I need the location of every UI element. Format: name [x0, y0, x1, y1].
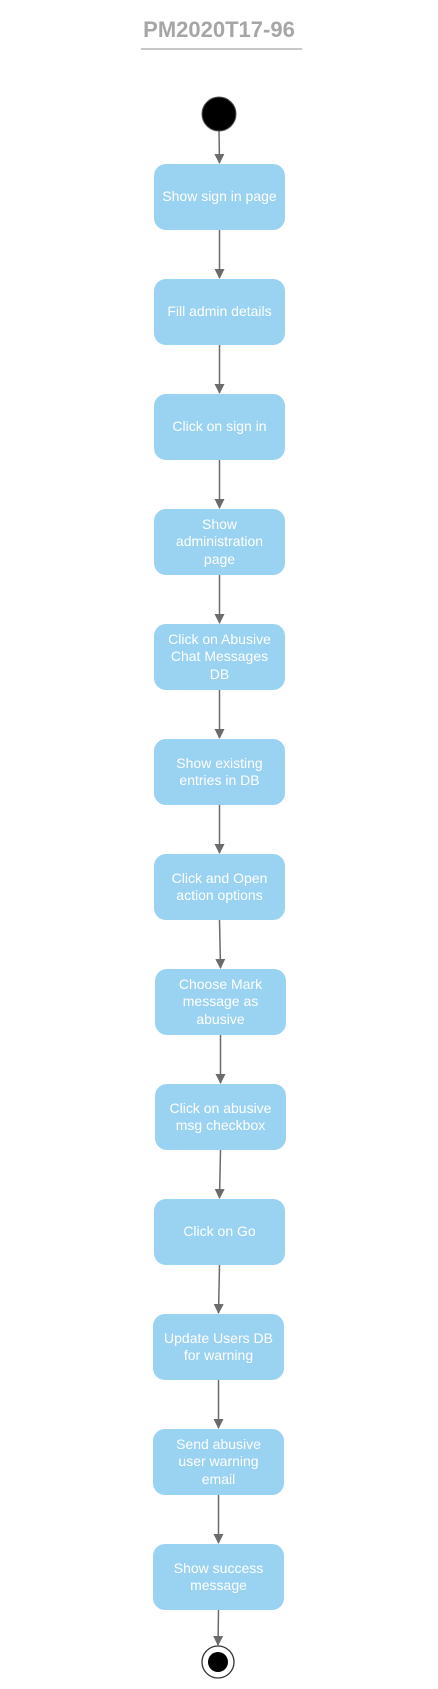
- end-node: [201, 1645, 235, 1679]
- title-underline: [141, 48, 302, 50]
- start-node: [201, 96, 237, 132]
- flow-arrow: [214, 130, 225, 164]
- activity-node-choose-mark-abusive: Choose Mark message as abusive: [155, 969, 286, 1035]
- activity-node-update-users-db: Update Users DB for warning: [153, 1314, 284, 1380]
- flow-arrow: [215, 919, 226, 969]
- activity-node-show-sign-in-page: Show sign in page: [154, 164, 285, 230]
- activity-node-send-warning-email: Send abusive user warning email: [153, 1429, 284, 1495]
- activity-node-show-administration-page: Show administration page: [154, 509, 285, 575]
- flow-arrow: [213, 1609, 224, 1646]
- activity-node-click-open-action-options: Click and Open action options: [154, 854, 285, 920]
- diagram-title: PM2020T17-96: [143, 17, 295, 42]
- activity-node-show-existing-entries: Show existing entries in DB: [154, 739, 285, 805]
- activity-node-click-on-sign-in: Click on sign in: [154, 394, 285, 460]
- edges-layer: [213, 130, 226, 1646]
- activity-node-show-success-message: Show success message: [153, 1544, 284, 1610]
- flow-arrow: [213, 1264, 224, 1314]
- activity-node-fill-admin-details: Fill admin details: [154, 279, 285, 345]
- activity-node-click-abusive-chat-db: Click on Abusive Chat Messages DB: [154, 624, 285, 690]
- activity-node-click-on-go: Click on Go: [154, 1199, 285, 1265]
- activity-node-click-abusive-checkbox: Click on abusive msg checkbox: [155, 1084, 286, 1150]
- flow-arrow: [214, 1149, 225, 1199]
